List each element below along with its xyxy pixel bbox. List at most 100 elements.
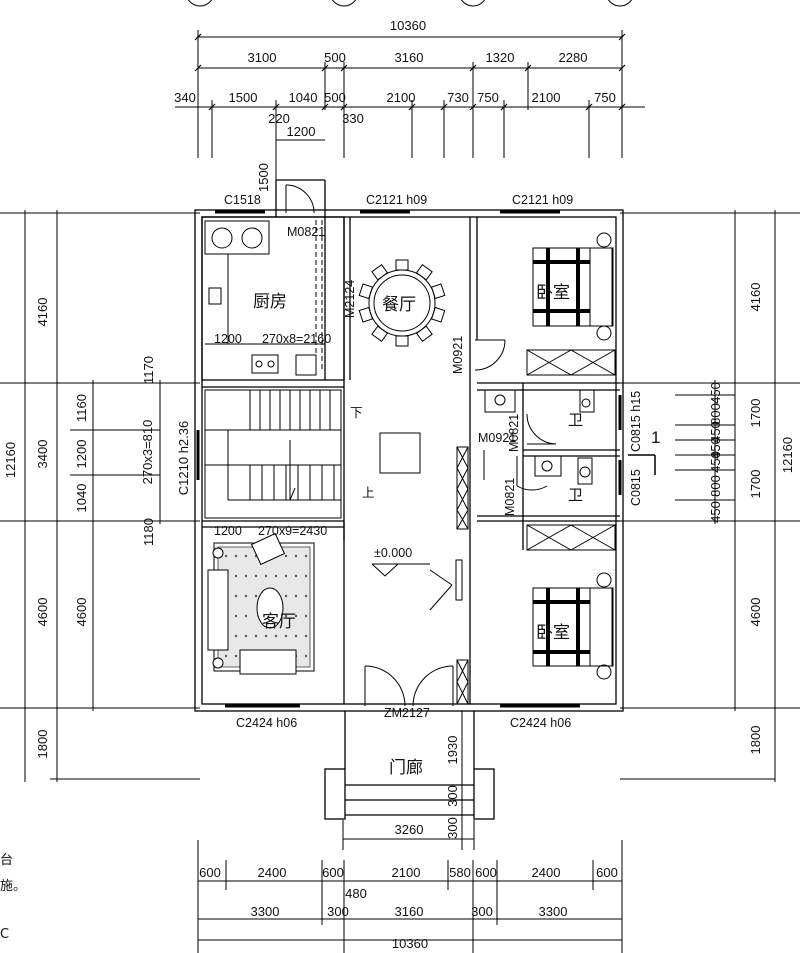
section-mark	[628, 454, 656, 475]
room-bedroom-top: 卧室	[536, 283, 570, 303]
dim-330: 330	[342, 111, 364, 126]
dim-right-1700b: 1700	[748, 470, 763, 499]
dim-row2-3: 500	[324, 90, 346, 105]
dim-left-1800: 1800	[35, 730, 50, 759]
room-wc-top: 卫	[568, 411, 583, 429]
dim-b2-1: 300	[327, 904, 349, 919]
dim-left-4600a: 4600	[35, 598, 50, 627]
dim-480: 480	[345, 886, 367, 901]
window-c0815-h15: C0815 h15	[629, 391, 643, 452]
stair-up: 上	[362, 486, 375, 500]
dim-row1-3: 1320	[486, 50, 515, 65]
dim-left-1160: 1160	[74, 394, 89, 422]
dim-b2-4: 3300	[539, 904, 568, 919]
living-furniture	[207, 532, 315, 675]
window-c2424-a: C2424 h06	[236, 716, 297, 730]
window-c0815: C0815	[629, 469, 643, 506]
staircase	[204, 389, 342, 519]
dim-left-1180: 1180	[141, 518, 156, 546]
dim-left-4600b: 4600	[74, 598, 89, 627]
dining-table	[358, 259, 446, 347]
window-c1210: C1210 h2.36	[176, 421, 191, 495]
room-porch: 门廊	[389, 758, 423, 778]
dim-row2-8: 750	[594, 90, 616, 105]
dim-left-1170: 1170	[141, 356, 156, 384]
dim-b2-2: 3160	[395, 904, 424, 919]
dim-right-450-2: 450	[708, 421, 723, 443]
bottom-dimension-lines	[197, 711, 623, 953]
dim-row2-5: 730	[447, 90, 469, 105]
dim-1200-living: 1200	[214, 524, 242, 538]
room-wc-bottom: 卫	[568, 486, 583, 504]
top-dimension-lines	[175, 30, 645, 185]
dim-left-1200: 1200	[74, 440, 89, 469]
dim-right-800-1: 800	[708, 403, 723, 425]
door-m0821-v: M0821	[507, 414, 521, 452]
level-mark	[371, 563, 430, 577]
top-dim-ticks	[194, 33, 626, 111]
level-label: ±0.000	[374, 546, 412, 560]
dim-porch-3260: 3260	[395, 822, 424, 837]
window-c2424-b: C2424 h06	[510, 716, 571, 730]
dim-b2-3: 300	[471, 904, 493, 919]
axis-bubbles	[187, 0, 633, 7]
side-note-1: 施。	[0, 879, 26, 894]
side-note-2: C	[0, 927, 9, 942]
entrance-door	[364, 665, 454, 707]
dim-row1-4: 2280	[559, 50, 588, 65]
dim-right-12160: 12160	[780, 437, 795, 473]
walls	[194, 179, 624, 820]
room-bedroom-bottom: 卧室	[536, 623, 570, 643]
windows	[196, 210, 622, 708]
dim-left-4160: 4160	[35, 298, 50, 327]
dim-b1-4: 580	[449, 865, 471, 880]
window-c2121-b: C2121 h09	[512, 193, 573, 207]
hall-cabinet	[455, 446, 469, 705]
dim-right-450-0: 450	[708, 382, 723, 404]
dim-1200-kitchen: 1200	[214, 332, 242, 346]
stair-270x9: 270x9=2430	[258, 524, 327, 538]
dim-b1-5: 600	[475, 865, 497, 880]
dim-row2-1: 1500	[229, 90, 258, 105]
dim-right-450-6: 450	[708, 501, 723, 523]
dim-row1-2: 3160	[395, 50, 424, 65]
dim-right-800-5: 800	[708, 475, 723, 497]
room-dining: 餐厅	[382, 295, 416, 315]
window-c1518: C1518	[224, 193, 261, 207]
dim-220: 220	[268, 111, 290, 126]
dim-row1-1: 500	[324, 50, 346, 65]
side-dimension-lines	[0, 210, 800, 782]
dim-right-450-4: 450	[708, 451, 723, 473]
dim-right-1800: 1800	[748, 726, 763, 755]
dim-row2-2: 1040	[289, 90, 318, 105]
kitchen-fixtures	[204, 220, 325, 376]
door-m2124: M2124	[343, 280, 357, 318]
stair-down: 下	[350, 406, 363, 420]
dim-row2-4: 2100	[387, 90, 416, 105]
dim-row2-0: 340	[174, 90, 196, 105]
dim-left-12160: 12160	[3, 442, 18, 478]
dim-row1-0: 3100	[248, 50, 277, 65]
dim-porch-300a: 300	[445, 785, 460, 807]
door-zm2127: ZM2127	[384, 706, 430, 720]
dim-b2-0: 3300	[251, 904, 280, 919]
dim-porch-300b: 300	[445, 817, 460, 839]
door-m0921-b: M0921	[478, 431, 516, 445]
dim-b1-6: 2400	[532, 865, 561, 880]
side-note-0: 台	[0, 853, 13, 868]
dim-b1-0: 600	[199, 865, 221, 880]
window-c2121-a: C2121 h09	[366, 193, 427, 207]
dim-right-4160: 4160	[748, 283, 763, 312]
hall-arrow	[429, 569, 453, 611]
dim-1500: 1500	[256, 163, 271, 192]
room-living: 客厅	[262, 612, 296, 632]
bedroom-bottom-furniture	[526, 524, 616, 680]
dim-b1-2: 600	[322, 865, 344, 880]
dim-1200-top: 1200	[287, 124, 316, 139]
dim-b1-7: 600	[596, 865, 618, 880]
dim-porch-1930: 1930	[445, 736, 460, 765]
dim-left-3400: 3400	[35, 440, 50, 469]
kitchen-door	[285, 184, 323, 370]
door-m0921	[474, 339, 506, 371]
